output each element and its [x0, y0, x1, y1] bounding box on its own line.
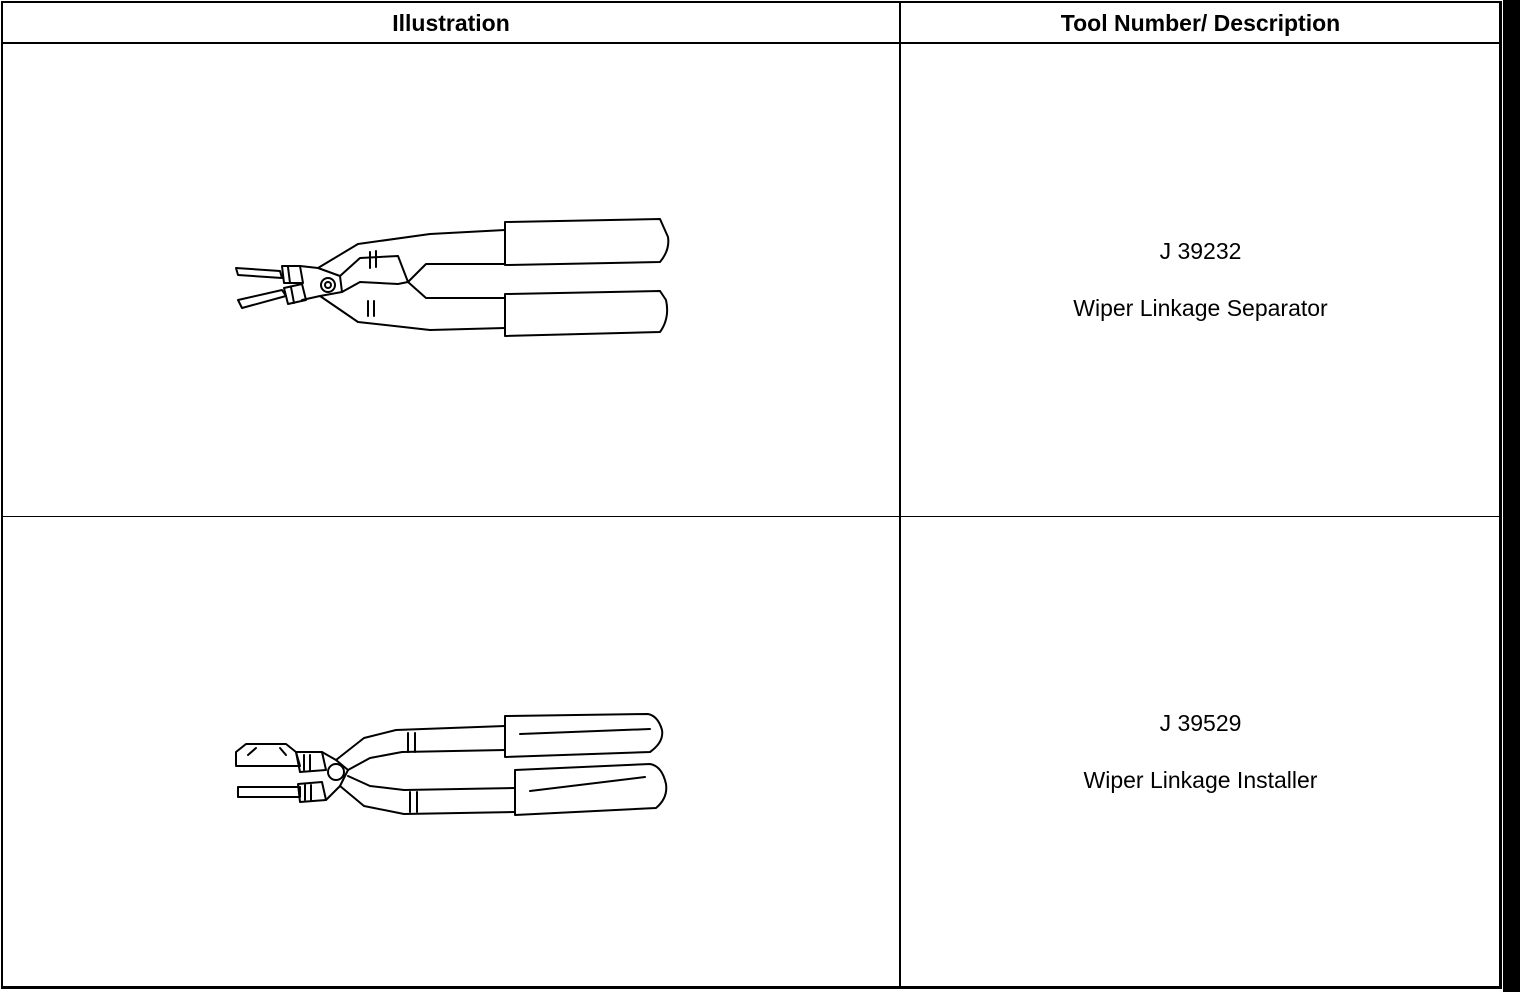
header-tool-label: Tool Number/ Description — [1060, 9, 1341, 36]
tool-description: Wiper Linkage Separator — [1073, 295, 1328, 321]
tool-number: J 39529 — [1159, 710, 1242, 736]
tool-description: Wiper Linkage Installer — [1083, 767, 1318, 793]
header-divider — [3, 42, 1500, 44]
header-tool-description: Tool Number/ Description — [901, 3, 1500, 43]
linkage-installer-pliers-icon — [235, 713, 668, 816]
column-divider — [899, 3, 901, 987]
tool-number: J 39232 — [1159, 238, 1242, 264]
table-row-2-description: J 39529 Wiper Linkage Installer — [901, 517, 1500, 987]
linkage-separator-pliers-icon — [235, 218, 670, 337]
table-row-1-illustration — [3, 44, 899, 516]
table-row-1-description: J 39232 Wiper Linkage Separator — [901, 44, 1500, 516]
header-illustration: Illustration — [3, 3, 899, 43]
header-illustration-label: Illustration — [392, 9, 510, 36]
page-edge-bar — [1503, 0, 1520, 992]
row-divider — [3, 516, 1500, 517]
table-row-2-illustration — [3, 517, 899, 987]
